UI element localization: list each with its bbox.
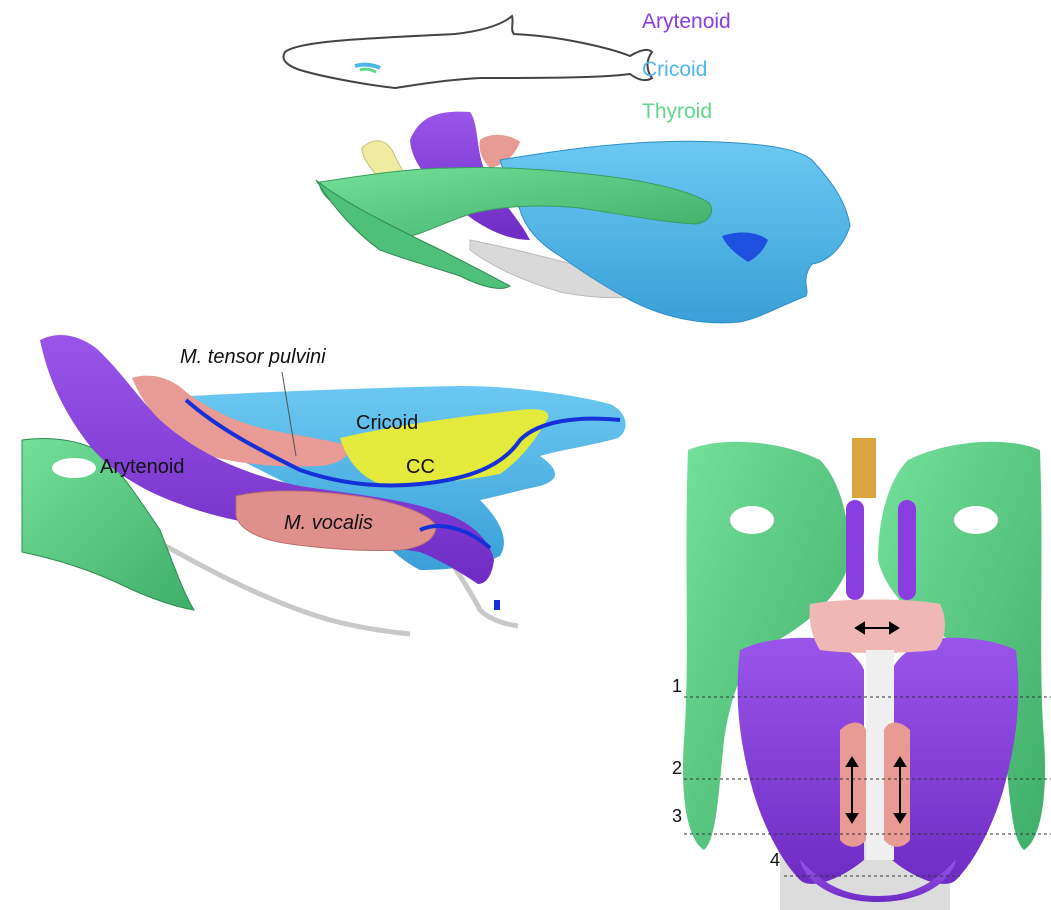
label-arytenoid: Arytenoid (100, 456, 185, 479)
legend-arytenoid: Arytenoid (642, 10, 731, 34)
label-cricoid: Cricoid (356, 412, 418, 435)
label-vocalis: M. vocalis (284, 512, 373, 535)
section-label-4: 4 (770, 850, 780, 871)
label-cc: CC (406, 456, 435, 479)
whale-outline-icon (283, 16, 652, 88)
section-label-3: 3 (672, 806, 682, 827)
legend-cricoid: Cricoid (642, 58, 707, 82)
middle-larynx-render (22, 335, 626, 634)
top-larynx-render (316, 112, 850, 323)
section-label-1: 1 (672, 676, 682, 697)
right-larynx-render (683, 438, 1051, 910)
section-label-2: 2 (672, 758, 682, 779)
label-tensor-pulvini: M. tensor pulvini (180, 346, 326, 369)
legend-thyroid: Thyroid (642, 100, 712, 124)
